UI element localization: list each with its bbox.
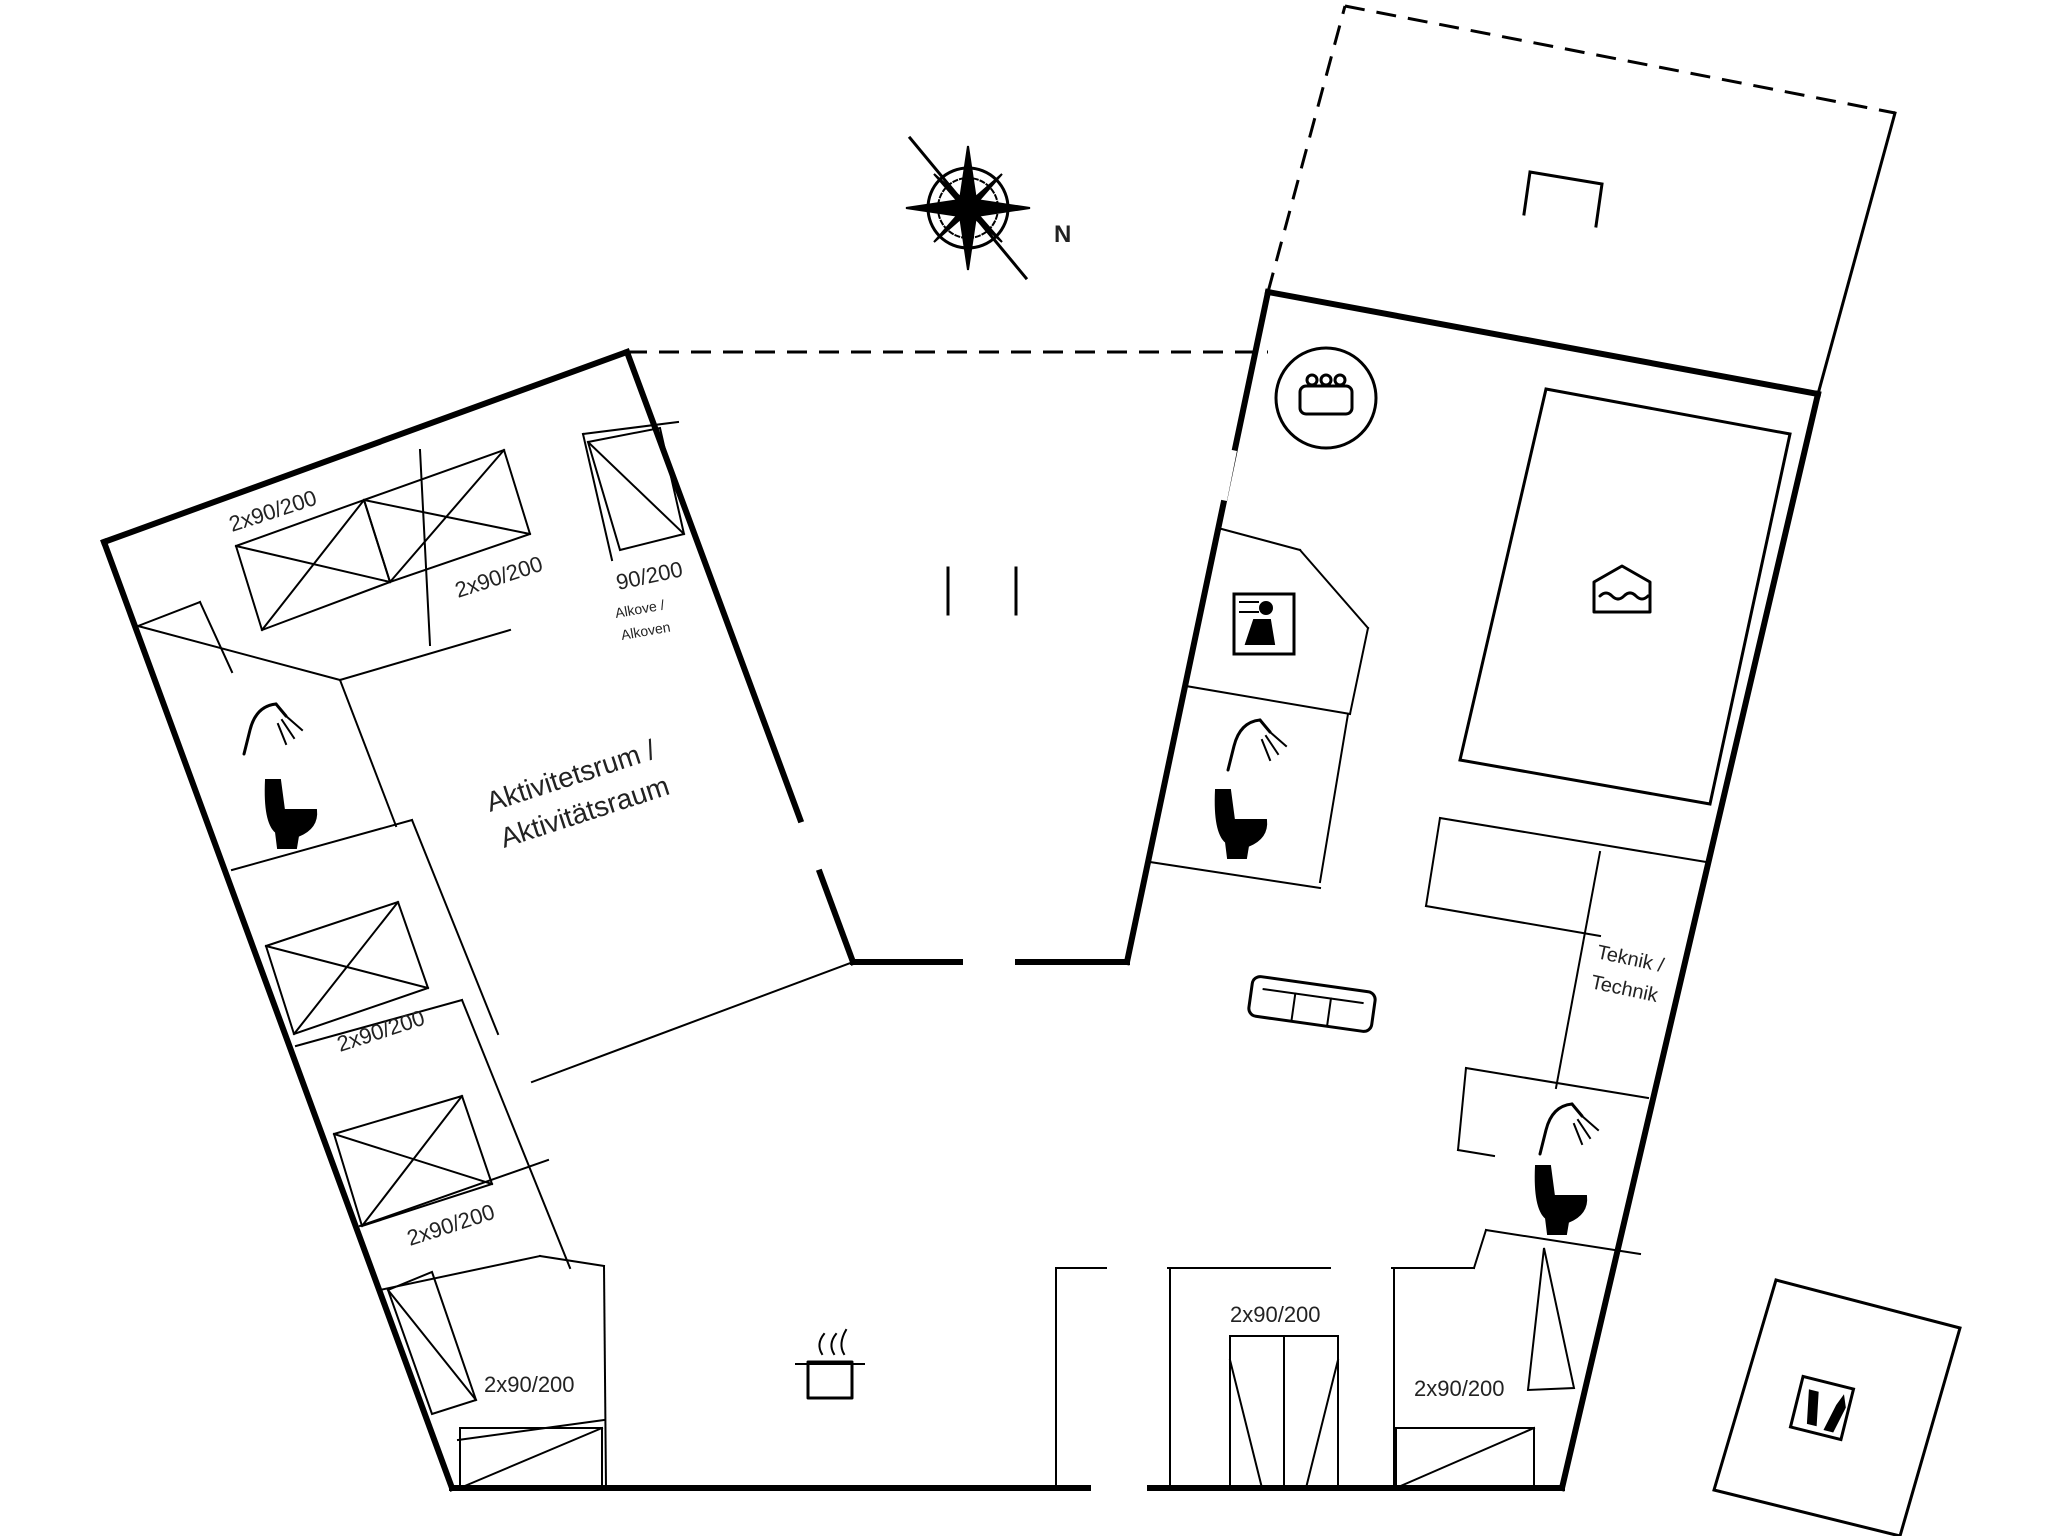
- tech-room-label-line2: Technik: [1589, 971, 1661, 1007]
- washer-icon: [1788, 1374, 1856, 1442]
- alcove-label-line2: Alkoven: [620, 619, 672, 643]
- annex-outline: [1712, 1278, 1962, 1536]
- bed-label: 2x90/200: [484, 1372, 575, 1397]
- tech-room-label-line1: Teknik /: [1595, 941, 1666, 977]
- bed-label: 2x90/200: [1414, 1376, 1505, 1401]
- sofa-icon: [1247, 975, 1377, 1033]
- sauna-icon: [1232, 592, 1296, 656]
- toilet-icon-bath3: [1534, 1165, 1588, 1235]
- interior-walls-left: [136, 420, 855, 1490]
- bed-label: 2x90/200: [452, 551, 546, 603]
- bed-label: 2x90/200: [404, 1199, 498, 1251]
- bed-label: 90/200: [614, 556, 685, 594]
- bed-symbols: [234, 426, 1576, 1490]
- interior-walls-right: [1055, 387, 1792, 1489]
- alcove-label-line1: Alkove /: [614, 597, 666, 621]
- terrace-outlines: [627, 4, 1897, 396]
- outer-walls: [100, 288, 1822, 1492]
- shower-icon-bath2: [1226, 718, 1288, 772]
- outdoor-fixture: [1522, 170, 1604, 228]
- cooking-pot-icon: [795, 1328, 865, 1400]
- bed-labels: 2x90/200 2x90/200 90/200 2x90/200 2x90/2…: [226, 485, 1505, 1401]
- central-door-marks: [946, 566, 1018, 616]
- shower-icon-bath3: [1538, 1102, 1600, 1156]
- shower-icon: [242, 702, 304, 756]
- bed-label: 2x90/200: [334, 1005, 428, 1057]
- room-labels: Aktivitetsrum / Aktivitätsraum Teknik / …: [482, 597, 1666, 1008]
- compass-north-label: N: [1054, 221, 1071, 248]
- bed-label: 2x90/200: [1230, 1302, 1321, 1327]
- pool-icon: [1592, 564, 1652, 614]
- compass-rose-icon: [905, 135, 1031, 281]
- toilet-icon-bath2: [1214, 789, 1268, 859]
- toilet-icon: [264, 779, 318, 849]
- hot-tub-icon: [1274, 346, 1378, 450]
